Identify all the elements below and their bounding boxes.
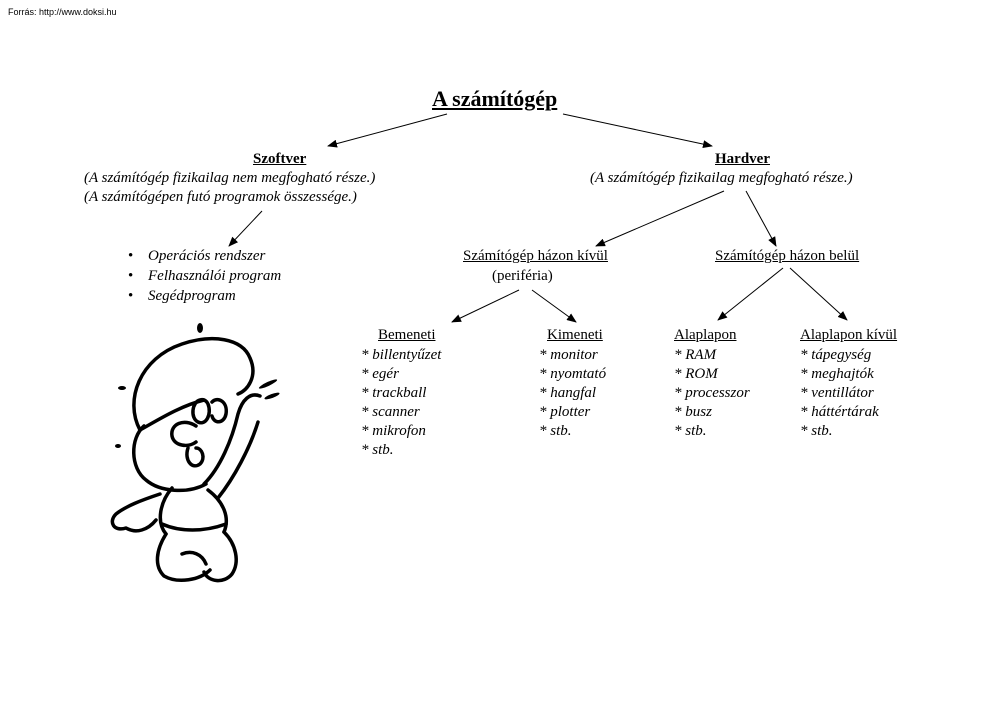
hardware-outside-sub: (periféria) <box>492 268 553 284</box>
input-devices-heading: Bemeneti <box>378 327 436 343</box>
list-item: * stb. <box>674 423 707 439</box>
onboard-heading: Alaplapon <box>674 327 737 343</box>
list-item: * monitor <box>539 347 598 363</box>
list-item: * busz <box>674 404 712 420</box>
list-item: * processzor <box>674 385 750 401</box>
list-item: * stb. <box>539 423 572 439</box>
bullet-icon: • <box>128 268 134 284</box>
arrow-hardware-to-outside <box>595 190 725 247</box>
diagram-title: A számítógép <box>432 86 558 111</box>
list-item: * plotter <box>539 404 591 420</box>
software-item-label: Operációs rendszer <box>148 248 266 264</box>
offboard-list: * tápegység * meghajtók * ventillátor * … <box>800 346 879 441</box>
hardware-desc: (A számítógép fizikailag megfogható rész… <box>590 170 853 186</box>
arrow-title-to-software <box>327 113 448 148</box>
software-item-label: Felhasználói program <box>148 268 282 284</box>
list-item: * RAM <box>674 347 717 363</box>
arrow-inside-to-onboard <box>717 267 784 321</box>
list-item: * trackball <box>361 385 427 401</box>
list-item: * scanner <box>361 404 420 420</box>
list-item: * egér <box>361 366 399 382</box>
hardware-heading: Hardver <box>715 151 770 167</box>
output-devices-heading: Kimeneti <box>547 327 603 343</box>
list-item: * meghajtók <box>800 366 874 382</box>
arrow-title-to-hardware <box>562 113 713 149</box>
software-desc-2: (A számítógépen futó programok összesség… <box>84 189 357 205</box>
hardware-outside-label: Számítógép házon kívül <box>463 248 608 264</box>
offboard-heading: Alaplapon kívül <box>800 327 898 343</box>
arrow-outside-to-output <box>531 289 577 323</box>
source-note: Forrás: http://www.doksi.hu <box>8 7 117 17</box>
software-desc-1: (A számítógép fizikailag nem megfogható … <box>84 170 376 186</box>
output-devices-list: * monitor * nyomtató * hangfal * plotter… <box>539 346 606 441</box>
list-item: * háttértárak <box>800 404 879 420</box>
arrow-hardware-to-inside <box>745 190 777 247</box>
arrow-software-to-list <box>228 210 263 247</box>
input-devices-list: * billentyűzet * egér * trackball * scan… <box>361 346 441 460</box>
hardware-inside-label: Számítógép házon belül <box>715 248 860 264</box>
onboard-list: * RAM * ROM * processzor * busz * stb. <box>674 346 750 441</box>
bullet-icon: • <box>128 248 134 264</box>
list-item: * stb. <box>361 442 394 458</box>
list-item: * ROM <box>674 366 718 382</box>
software-heading: Szoftver <box>253 151 307 167</box>
list-item: * nyomtató <box>539 366 607 382</box>
list-item: * mikrofon <box>361 423 426 439</box>
bullet-icon: • <box>128 288 134 304</box>
list-item: * tápegység <box>800 347 872 363</box>
arrow-inside-to-offboard <box>789 267 848 321</box>
list-item: * billentyűzet <box>361 347 442 363</box>
software-item-label: Segédprogram <box>148 288 236 304</box>
arrow-outside-to-input <box>451 289 520 323</box>
list-item: * ventillátor <box>800 385 874 401</box>
list-item: * stb. <box>800 423 833 439</box>
smurf-cartoon-icon <box>110 323 280 583</box>
list-item: * hangfal <box>539 385 597 401</box>
